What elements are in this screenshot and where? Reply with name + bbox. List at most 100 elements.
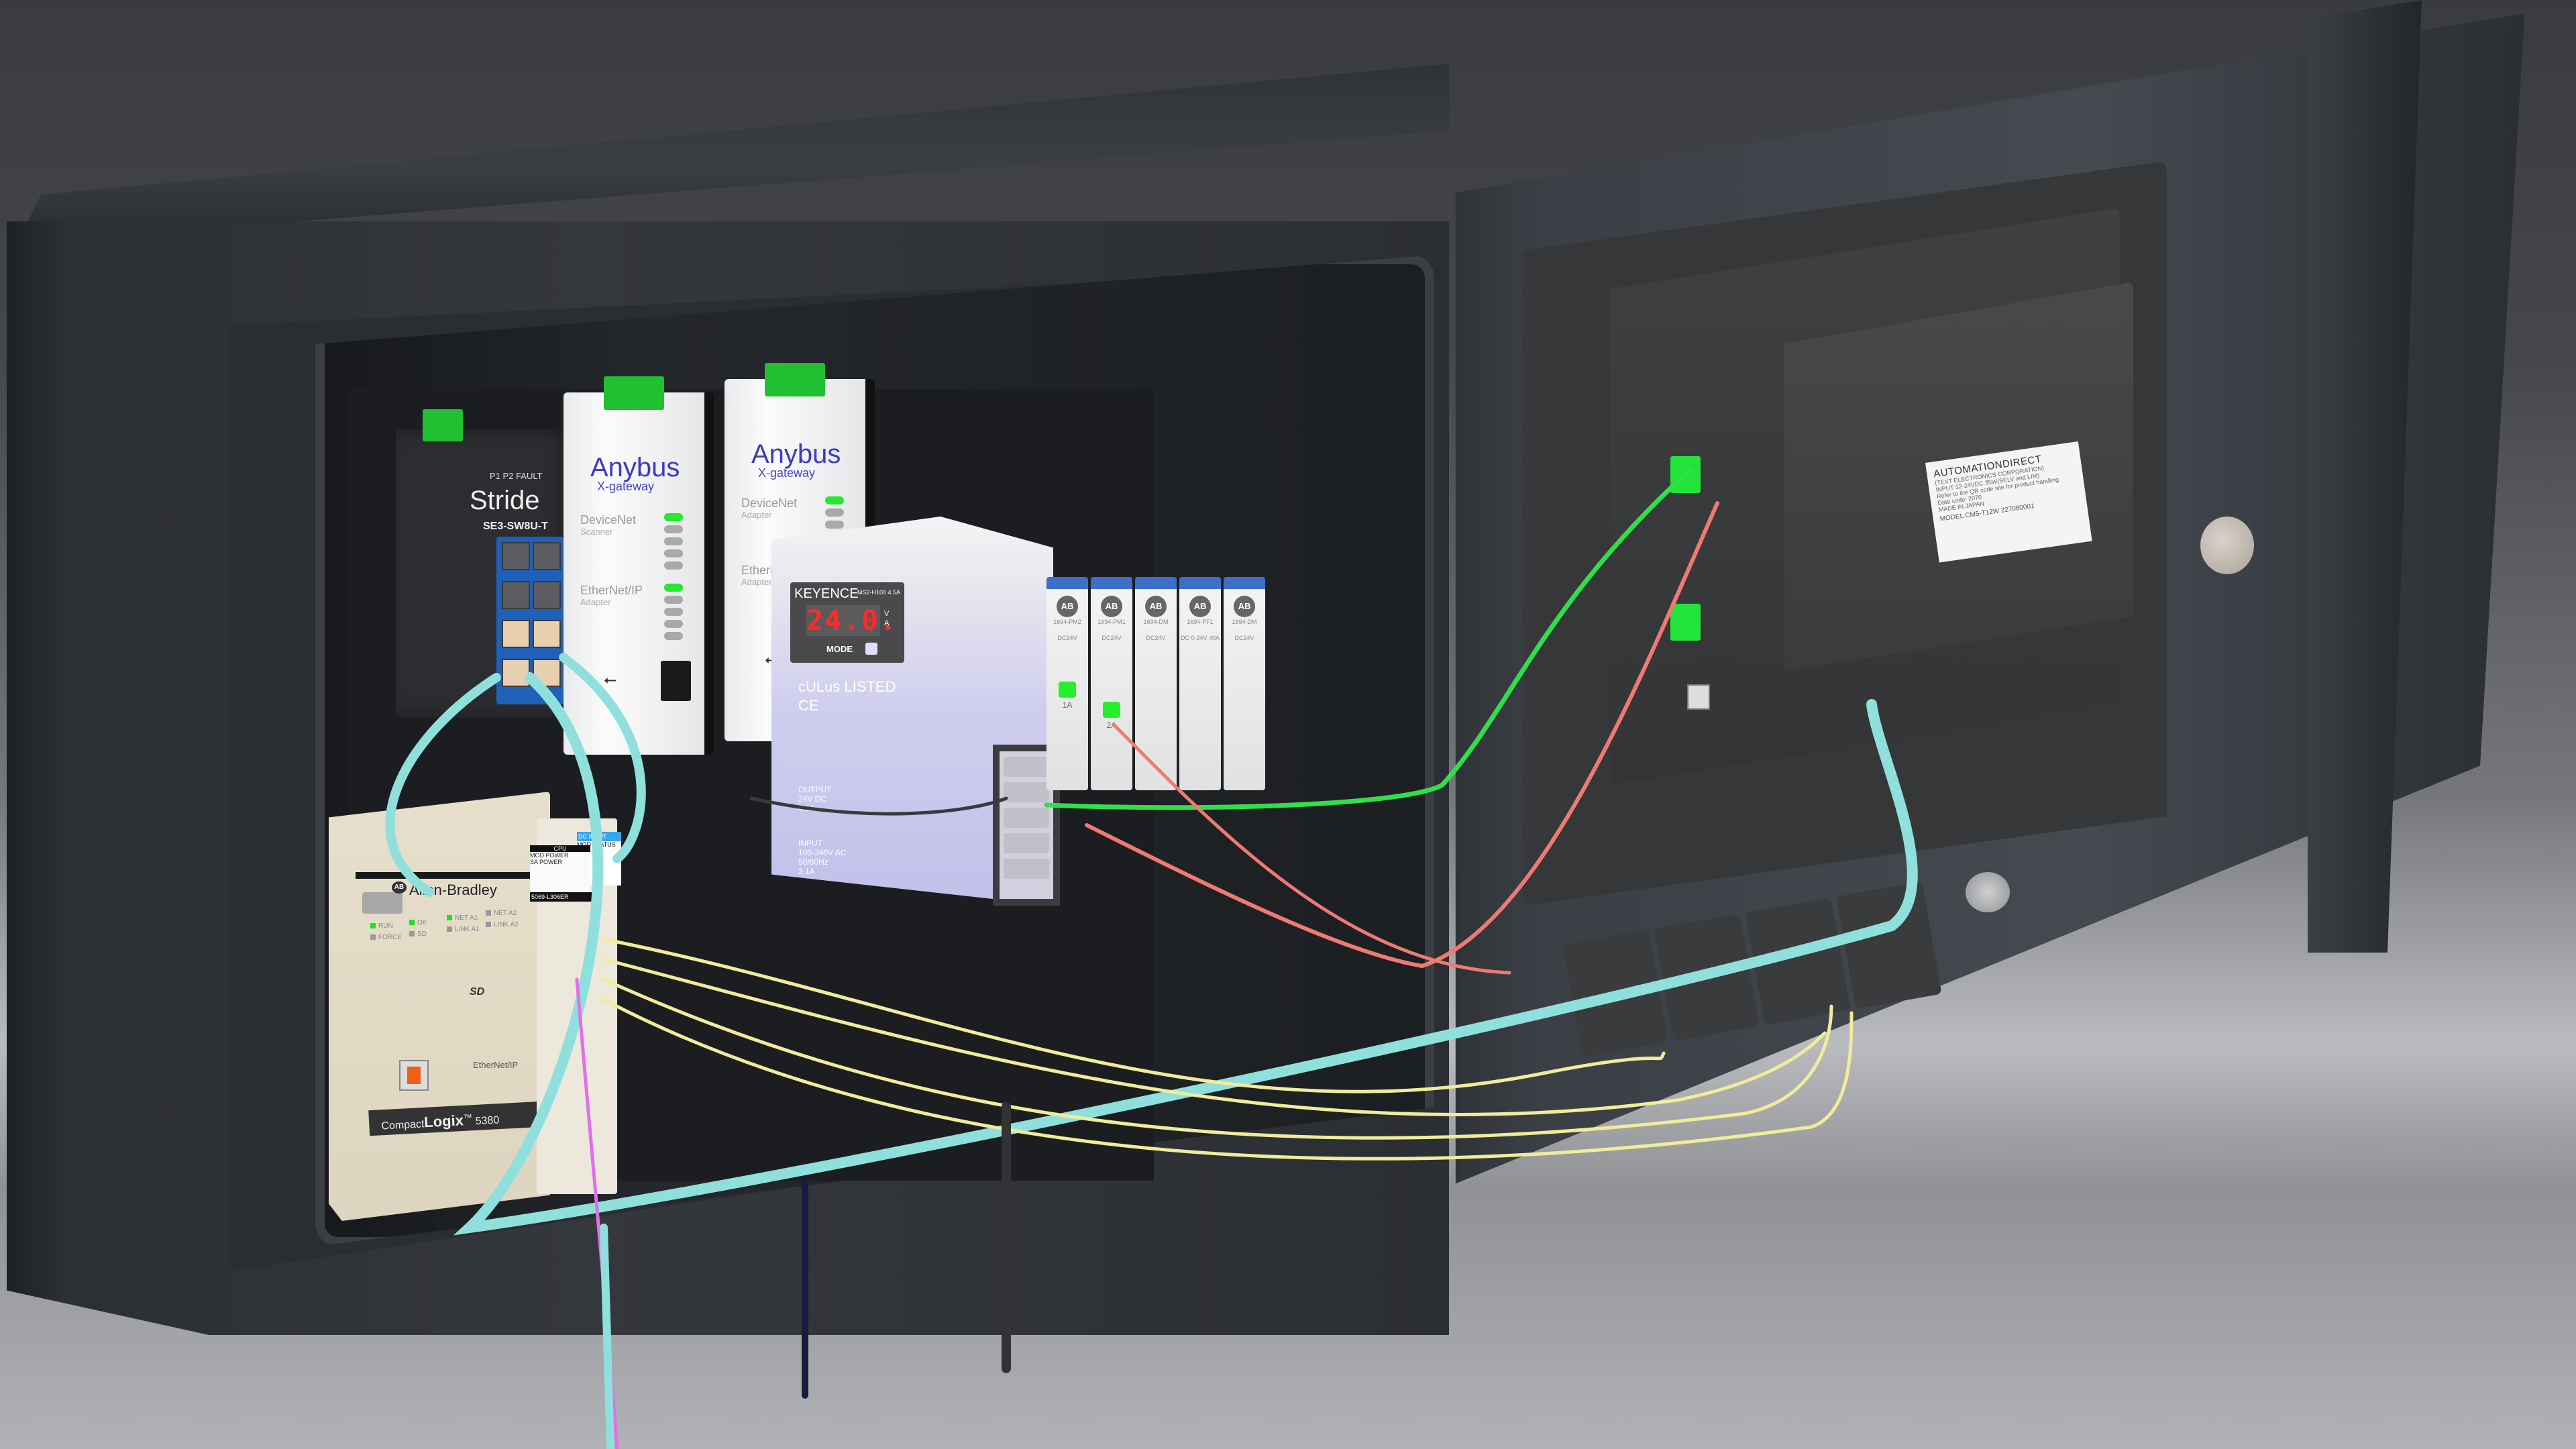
gateway-product: X-gateway <box>597 480 655 493</box>
mode-button[interactable] <box>865 643 877 655</box>
plc-brand: Allen-Bradley <box>409 881 497 898</box>
ul-mark: cULus LISTED <box>798 678 896 695</box>
usb-port[interactable] <box>399 1060 429 1091</box>
ethernet-port-8[interactable] <box>533 542 561 570</box>
switch-port-panel <box>496 537 564 704</box>
dc-input-title: DC INPUT <box>577 832 621 841</box>
gateway-brand: Anybus <box>590 453 680 482</box>
status-led <box>664 584 683 592</box>
voltage-rating: DC24V <box>1102 635 1122 641</box>
led-label: FORCE <box>378 934 402 941</box>
status-led <box>825 508 844 517</box>
circuit-breaker[interactable] <box>1562 929 1668 1057</box>
ethernet-port-6[interactable] <box>533 581 561 609</box>
gateway-terminal-block <box>604 376 664 410</box>
ab-logo: AB <box>1189 596 1211 617</box>
ethernetip-title: EtherNet/IP <box>580 584 643 597</box>
unit-indicators: V A <box>884 609 889 628</box>
door-edge <box>2308 0 2422 953</box>
hmi-usb-port[interactable] <box>1687 684 1710 710</box>
terminal-screw[interactable] <box>1004 859 1049 879</box>
certification-marks: cULus LISTED CE <box>798 678 896 715</box>
mod-power-label: MOD POWER <box>530 852 569 859</box>
switch-led-labels: P1 P2 FAULT <box>490 471 543 481</box>
gateway-brand: Anybus <box>751 439 841 469</box>
devicenet-title: DeviceNet <box>741 496 798 510</box>
voltage-rating: DC24V <box>1057 635 1077 641</box>
ethernet-port-1[interactable] <box>502 659 530 687</box>
plc-header-bar <box>356 872 537 879</box>
switch-model: SE3-SW8U-T <box>483 521 548 532</box>
ce-mark: CE <box>798 697 819 714</box>
output-voltage: 24V DC <box>798 794 827 804</box>
led-label-fault: FAULT <box>516 471 543 481</box>
status-led <box>664 632 683 640</box>
status-led <box>664 537 683 545</box>
input-label: INPUT <box>798 839 822 848</box>
led-label: LINK A1 <box>455 926 480 933</box>
led-run: RUN <box>370 922 393 930</box>
circuit-breaker[interactable] <box>1654 913 1760 1041</box>
catalog-number: 1694-DM <box>1143 619 1169 625</box>
led-label: OK <box>417 919 427 926</box>
distribution-module: AB 1694-PM2 DC24V 1A <box>1046 577 1088 790</box>
usb-port-cover[interactable] <box>661 661 691 701</box>
catalog-number: 1694-DM <box>1232 619 1257 625</box>
distribution-module: AB 1694-DM DC24V <box>1135 577 1177 790</box>
door-latch-knob[interactable] <box>2200 517 2254 574</box>
hmi-comm-terminal <box>1670 604 1701 641</box>
ab-logo: AB <box>392 881 407 894</box>
hmi-rating-label: AUTOMATIONDIRECT (TEXT ELECTRONICS CORPO… <box>1925 441 2092 563</box>
ethernet-port-2[interactable] <box>533 659 561 687</box>
fuse-rating: 1A <box>1062 700 1073 710</box>
led-net-a2: NET A2 <box>486 910 517 917</box>
status-led <box>664 513 683 521</box>
input-frequency: 50/60Hz <box>798 857 828 867</box>
ab-logo: AB <box>1145 596 1167 617</box>
power-supply-brand: KEYENCE <box>794 586 859 601</box>
led-label-p2: P2 <box>502 471 514 481</box>
sd-card-slot-label: SD <box>470 986 485 998</box>
terminal-screw[interactable] <box>1004 833 1049 853</box>
distribution-module: AB 1694-DM DC24V <box>1224 577 1265 790</box>
io-module-stack: DC INPUT MOD STATUS CPU MOD POWER SA POW… <box>530 818 621 1194</box>
usb-icon: ⭠ <box>604 671 617 689</box>
terminal-screw[interactable] <box>1004 808 1049 828</box>
circuit-breaker[interactable] <box>1745 898 1851 1026</box>
enclosure-top-panel <box>27 64 1449 231</box>
power-supply-model: MS2-H100 4.5A <box>857 589 901 596</box>
voltage-display: 24.0. <box>806 604 898 637</box>
catalog-number: 1694-PM2 <box>1053 619 1081 625</box>
output-label: OUTPUT <box>798 785 832 794</box>
led-sd: SD <box>409 930 427 938</box>
status-led <box>664 608 683 616</box>
ethernet-port-3[interactable] <box>502 620 530 648</box>
voltage-rating: DC24V <box>1146 635 1166 641</box>
led-label: SD <box>417 930 427 938</box>
product-prefix: Compact <box>381 1118 425 1132</box>
plc-product-label: CompactLogix™ 5380 <box>368 1100 550 1136</box>
ethernetip-subtitle: Adapter <box>580 597 611 607</box>
power-terminal-block <box>423 409 463 441</box>
devicenet-subtitle: Adapter <box>741 510 772 520</box>
fuse-rating: 2A <box>1106 720 1117 730</box>
ethernet-port-4[interactable] <box>533 620 561 648</box>
catalog-number: 1694-PM1 <box>1097 619 1126 625</box>
distribution-module-row: AB 1694-PM2 DC24V 1A AB 1694-PM1 DC24V 2… <box>1046 577 1265 790</box>
terminal-screw[interactable] <box>1004 757 1049 777</box>
product-name: Logix <box>423 1112 464 1131</box>
ethernet-port-5[interactable] <box>502 581 530 609</box>
ab-logo: AB <box>1057 596 1078 617</box>
fuse-indicator <box>1059 682 1076 698</box>
gateway-terminal-block <box>765 363 825 396</box>
voltage-rating: DC24V <box>1234 635 1254 641</box>
ethernet-port-7[interactable] <box>502 542 530 570</box>
status-led <box>664 525 683 533</box>
terminal-screw[interactable] <box>1004 782 1049 802</box>
voltage-rating: DC 0-24V 40A <box>1180 635 1220 641</box>
hmi-power-terminal <box>1670 456 1701 493</box>
status-led <box>825 521 844 529</box>
plc-controller: AB Allen-Bradley RUN FORCE OK SD NET A1 … <box>329 792 550 1221</box>
power-supply-display-panel: KEYENCE MS2-H100 4.5A 24.0. V A MODE <box>790 582 904 663</box>
led-label: RUN <box>378 922 393 930</box>
